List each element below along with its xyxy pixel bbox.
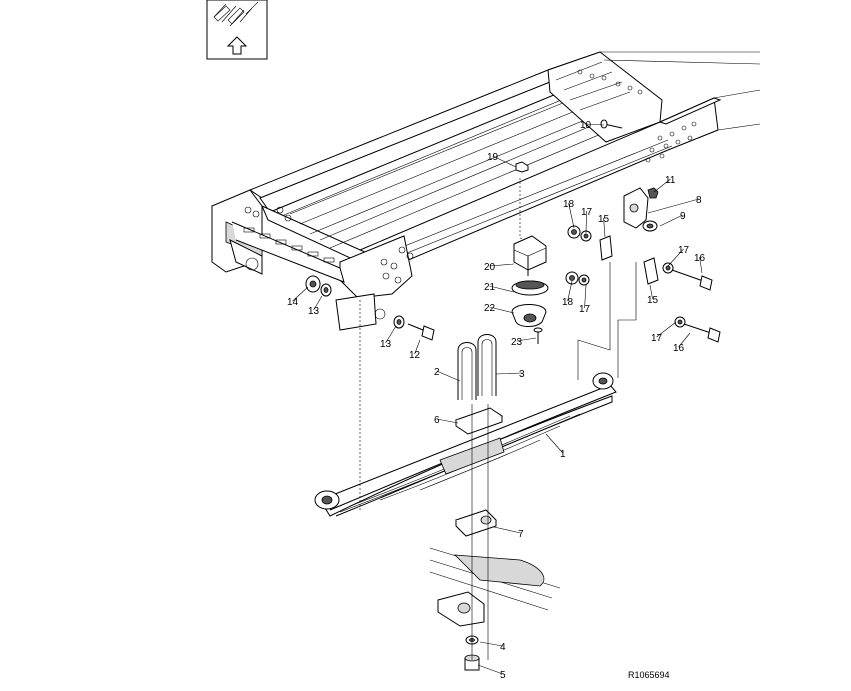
callout-label-lbl-17a: 17 — [581, 207, 593, 218]
callout-leader-lbl-13a — [313, 295, 323, 311]
callout-leader-lbl-3 — [495, 372, 522, 375]
callout-label-lbl-14: 14 — [287, 297, 299, 308]
arrow-up-icon — [226, 36, 248, 55]
callout-leader-lbl-16a — [699, 256, 703, 274]
axle-beam — [429, 547, 561, 627]
callout-label-lbl-7: 7 — [518, 529, 524, 540]
washer-13a — [320, 283, 332, 297]
spring-seat-bottom — [455, 509, 497, 537]
callout-label-lbl-15a: 15 — [598, 214, 610, 225]
callout-leader-lbl-11 — [653, 178, 671, 193]
orientation-box — [206, 0, 268, 60]
callout-leader-lbl-17d — [656, 321, 677, 338]
spring-plate-top — [454, 407, 504, 435]
bump-stop-bracket-20 — [513, 235, 547, 276]
callout-leader-lbl-6 — [436, 418, 459, 424]
callout-leader-lbl-21 — [489, 285, 515, 293]
callout-leader-lbl-12 — [414, 339, 421, 355]
assembly-lines — [359, 178, 637, 660]
callout-leader-lbl-18b — [567, 280, 573, 302]
callout-label-lbl-6: 6 — [434, 415, 440, 426]
bump-stop-22 — [511, 304, 547, 327]
bolt-10 — [600, 119, 623, 129]
callout-leader-lbl-4 — [479, 641, 503, 647]
bushing-14 — [305, 275, 321, 293]
vehicle-frame — [211, 51, 761, 331]
callout-label-lbl-5: 5 — [500, 670, 506, 681]
callout-label-lbl-16a: 16 — [694, 253, 706, 264]
callout-label-lbl-3: 3 — [519, 369, 525, 380]
bolt-16a — [671, 269, 713, 291]
callout-leader-lbl-16b — [678, 332, 691, 348]
u-bolt-2 — [457, 342, 477, 400]
callout-label-lbl-11: 11 — [665, 175, 676, 186]
callout-label-lbl-17b: 17 — [678, 245, 690, 256]
u-bolt-3 — [477, 334, 497, 396]
callout-leader-lbl-18a — [568, 202, 575, 229]
nut-19 — [515, 161, 529, 173]
nut-11 — [647, 187, 659, 199]
callout-leader-lbl-17c — [584, 284, 587, 309]
callout-label-lbl-20: 20 — [484, 262, 496, 273]
shackle-plate-15b — [643, 257, 659, 285]
callout-label-lbl-18b: 18 — [562, 297, 574, 308]
callout-label-lbl-21: 21 — [484, 282, 496, 293]
callout-leader-lbl-23 — [516, 337, 537, 342]
callout-label-lbl-17d: 17 — [651, 333, 663, 344]
truck-outline-icon — [213, 1, 259, 27]
hanger-bracket-8 — [623, 187, 649, 229]
callout-leader-lbl-1 — [545, 433, 564, 454]
callout-leader-lbl-15a — [603, 217, 606, 238]
callout-leader-lbl-9 — [659, 214, 683, 227]
callout-leader-lbl-15b — [649, 284, 653, 300]
callout-leader-lbl-14 — [292, 286, 309, 302]
washer-13b — [393, 315, 405, 329]
callout-leader-lbl-19 — [492, 155, 517, 168]
bushing-9 — [642, 220, 658, 232]
callout-label-lbl-8: 8 — [696, 195, 702, 206]
shackle-plate-15a — [599, 235, 613, 261]
callout-label-lbl-9: 9 — [680, 211, 686, 222]
callout-leader-lbl-13b — [385, 325, 397, 344]
callout-leader-lbl-22 — [489, 306, 515, 314]
callout-label-lbl-17c: 17 — [579, 304, 591, 315]
callout-label-lbl-23: 23 — [511, 337, 523, 348]
callout-leader-lbl-20 — [489, 263, 515, 267]
callout-label-lbl-18a: 18 — [563, 199, 575, 210]
callout-label-lbl-12: 12 — [409, 350, 421, 361]
screw-23 — [533, 327, 543, 344]
callout-label-lbl-13b: 13 — [380, 339, 392, 350]
bolt-16b — [683, 323, 721, 343]
drawing-reference: R1065694 — [628, 670, 670, 680]
callout-leader-lbl-8 — [647, 198, 699, 214]
callout-leader-lbl-10 — [585, 123, 605, 126]
callout-label-lbl-2: 2 — [434, 367, 440, 378]
callout-leader-lbl-7 — [493, 526, 521, 534]
callout-leader-lbl-5 — [477, 664, 503, 675]
callout-leader-lbl-17b — [667, 248, 684, 267]
callout-label-lbl-1: 1 — [560, 449, 566, 460]
callout-label-lbl-10: 10 — [580, 120, 592, 131]
bump-stop-21 — [511, 280, 549, 296]
bolt-12 — [407, 323, 435, 341]
callout-label-lbl-22: 22 — [484, 303, 496, 314]
callout-label-lbl-4: 4 — [500, 642, 506, 653]
callout-label-lbl-15b: 15 — [647, 295, 659, 306]
callout-leader-lbl-17a — [585, 210, 587, 234]
callout-leader-lbl-2 — [436, 370, 461, 382]
callout-label-lbl-13a: 13 — [308, 306, 320, 317]
callout-label-lbl-19: 19 — [487, 152, 499, 163]
callout-label-lbl-16b: 16 — [673, 343, 685, 354]
